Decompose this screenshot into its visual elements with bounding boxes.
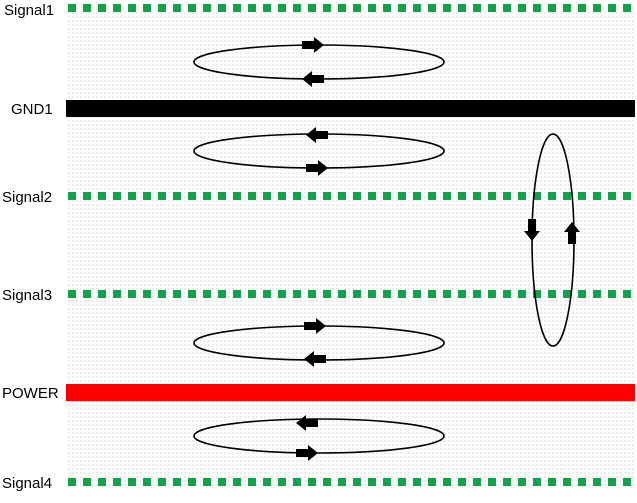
- layer-label-gnd1: GND1: [11, 101, 53, 118]
- arrow-right-icon: [304, 318, 326, 334]
- layer-label-signal4: Signal4: [2, 475, 52, 492]
- arrow-up-icon: [564, 222, 580, 244]
- arrow-left-icon: [306, 127, 328, 143]
- current-loop-4: [193, 415, 445, 461]
- power-plane: [66, 384, 635, 401]
- arrow-right-icon: [296, 445, 318, 461]
- layer-label-power: POWER: [2, 385, 59, 402]
- layer-label-signal3: Signal3: [2, 287, 52, 304]
- arrow-right-icon: [306, 160, 328, 176]
- arrow-down-icon: [524, 219, 540, 241]
- gnd1-plane: [66, 100, 635, 117]
- layer-label-signal2: Signal2: [2, 189, 52, 206]
- current-loop-1: [193, 37, 445, 87]
- dielectric-area: [66, 10, 635, 486]
- layer-label-signal1: Signal1: [4, 2, 54, 19]
- arrow-left-icon: [296, 415, 318, 431]
- arrow-right-icon: [302, 37, 324, 53]
- arrow-left-icon: [302, 71, 324, 87]
- current-loop-vertical: [524, 133, 580, 347]
- arrow-left-icon: [304, 351, 326, 367]
- current-loop-3: [193, 318, 445, 367]
- loop-ellipse: [193, 418, 445, 454]
- current-loop-2: [193, 127, 445, 176]
